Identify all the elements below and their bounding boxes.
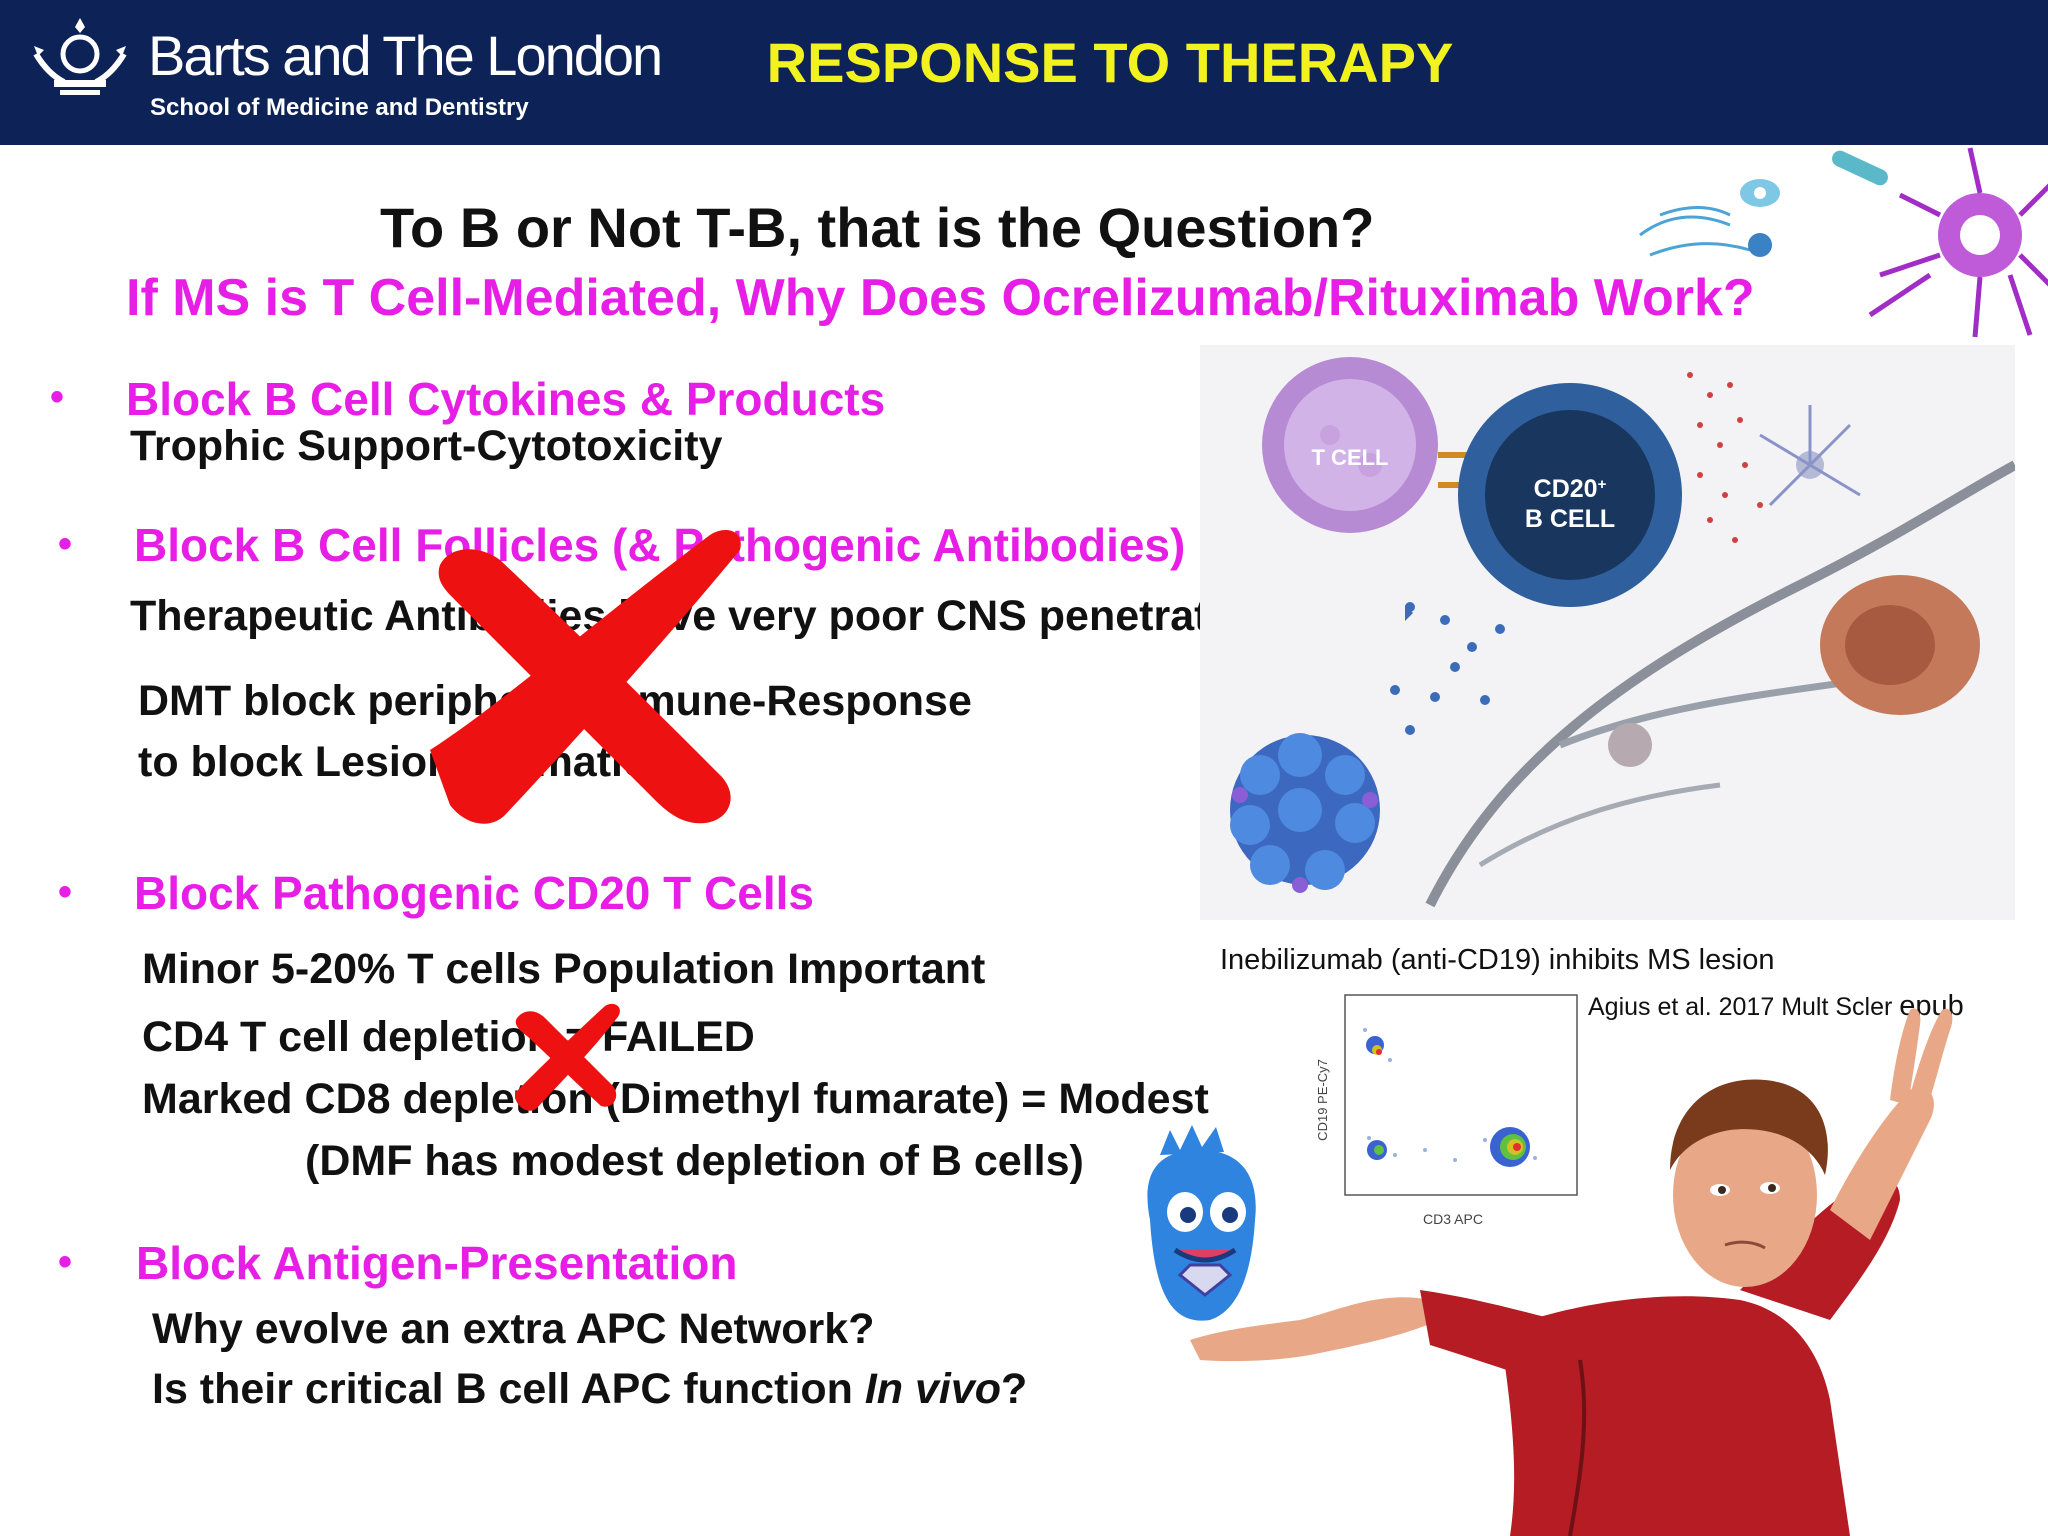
bullet-dot-2: • (58, 522, 73, 566)
decorative-cells-image (1639, 147, 2048, 338)
line-apc-function-text: Is their critical B cell APC function (152, 1365, 865, 1413)
line-apc-function: Is their critical B cell APC function In… (152, 1365, 1027, 1414)
slide-headline: To B or Not T-B, that is the Question? (380, 196, 1375, 259)
crest-logo-icon (33, 18, 127, 95)
header-bar: Barts and The London School of Medicine … (0, 0, 2048, 145)
red-cross-large-icon (430, 530, 741, 824)
flow-cytometry-plot: CD3 APC CD19 PE-Cy7 (1315, 994, 1578, 1227)
bullet-b-cell-cytokines: Block B Cell Cytokines & Products (126, 373, 886, 425)
t-cell-label: T CELL (1312, 445, 1389, 470)
plot-x-label: CD3 APC (1423, 1211, 1483, 1227)
line-cd4-depletion: CD4 T cell depletion = FAILED (142, 1013, 755, 1061)
line-apc-network: Why evolve an extra APC Network? (152, 1305, 875, 1353)
line-antibody-penetration: Therapeutic Antibodies have very poor CN… (130, 592, 1273, 640)
confused-man-cartoon (1147, 1008, 1953, 1536)
institution-name: Barts and The London (148, 24, 663, 87)
slide-title: RESPONSE TO THERAPY (766, 31, 1454, 94)
line-apc-function-italic: In vivo (864, 1365, 1002, 1413)
line-cd8-depletion: Marked CD8 depletion (Dimethyl fumarate)… (142, 1075, 1209, 1123)
figure-caption: Inebilizumab (anti-CD19) inhibits MS les… (1220, 944, 1775, 976)
line-apc-function-end: ? (1001, 1365, 1028, 1413)
red-cross-small-icon (515, 1003, 620, 1111)
plot-y-label: CD19 PE-Cy7 (1315, 1059, 1330, 1141)
line-lesion-formation: to block Lesion Formation (138, 738, 676, 786)
citation-authors: Agius et al. 2017 Mult Scler (1588, 993, 1900, 1021)
line-trophic-support: Trophic Support-Cytotoxicity (130, 422, 723, 470)
line-minor-population: Minor 5-20% T cells Population Important (142, 945, 986, 993)
bullet-b-cell-follicles: Block B Cell Follicles (& Pathogenic Ant… (134, 519, 1186, 571)
bullet-dot-3: • (58, 870, 73, 914)
bullet-dot-1: • (50, 375, 65, 419)
b-cell-t-cell-illustration: T CELL CD20+ B CELL (1200, 345, 2015, 920)
bullet-dot-4: • (58, 1240, 73, 1284)
bullet-cd20-t-cells: Block Pathogenic CD20 T Cells (134, 867, 814, 919)
bullet-antigen-presentation: Block Antigen-Presentation (136, 1237, 738, 1289)
school-name: School of Medicine and Dentistry (150, 94, 529, 121)
line-dmf-depletion: (DMF has modest depletion of B cells) (305, 1137, 1084, 1185)
slide-subheadline: If MS is T Cell-Mediated, Why Does Ocrel… (126, 269, 1755, 327)
figure-citation: Agius et al. 2017 Mult Scler epub (1588, 990, 1964, 1023)
b-cell-label-line2: B CELL (1525, 505, 1615, 533)
b-cell-label-line1: CD20+ (1534, 475, 1607, 503)
